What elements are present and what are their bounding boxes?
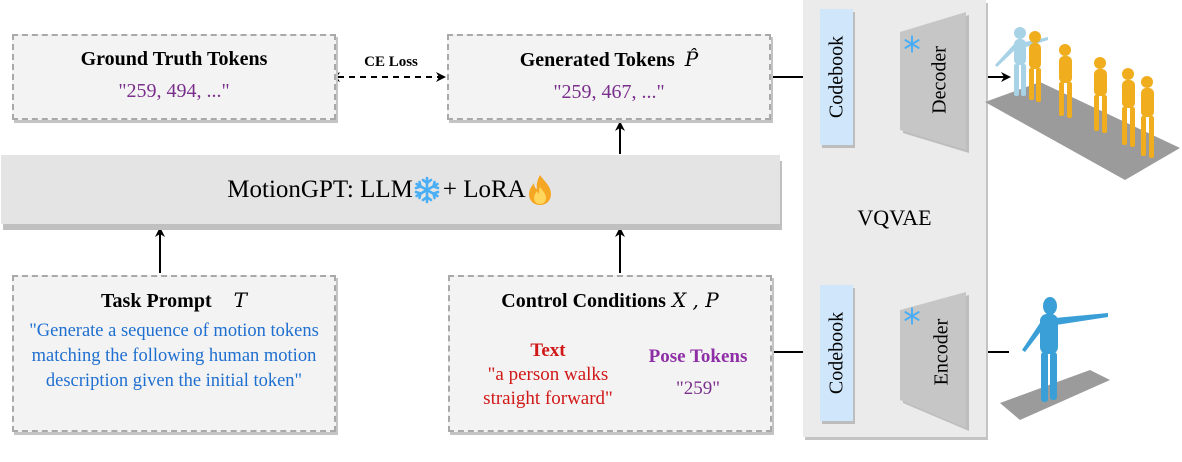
ground-truth-tokens-box: Ground Truth Tokens "259, 494, ..." xyxy=(12,34,336,120)
ce-loss-label: CE Loss xyxy=(364,54,418,70)
codebook-bottom-label: Codebook xyxy=(825,311,847,395)
vqvae-label: VQVAE xyxy=(857,205,932,230)
input-pose-image xyxy=(1000,297,1110,420)
generated-title: Generated Tokens xyxy=(519,49,675,71)
encoder-block xyxy=(900,292,969,431)
motion-frames-generated xyxy=(1029,31,1154,158)
task-prompt-box: Task Prompt T "Generate a sequence of mot… xyxy=(12,275,336,432)
text-condition: Text "a person walks straight forward" xyxy=(468,339,628,411)
generated-symbol: P̂ xyxy=(684,47,699,71)
ground-truth-title: Ground Truth Tokens xyxy=(80,48,268,70)
task-prompt-text: "Generate a sequence of motion tokens ma… xyxy=(29,321,319,391)
motiongpt-model-bar: MotionGPT: LLM + LoRA xyxy=(1,155,780,224)
snowflake-icon xyxy=(414,176,440,203)
model-label-prefix: MotionGPT: LLM xyxy=(227,175,413,203)
pose-tokens-value: "259" xyxy=(675,378,720,399)
codebook-top: Codebook xyxy=(820,9,853,145)
decoder-frozen-snowflake-icon xyxy=(903,35,921,53)
decoder-label: Decoder xyxy=(928,46,951,114)
fire-icon xyxy=(528,174,551,205)
task-prompt-symbol: T xyxy=(233,288,247,312)
control-conditions-symbol: X , P xyxy=(671,288,719,312)
encoder-frozen-snowflake-icon xyxy=(903,307,921,325)
generated-tokens: "259, 467, ..." xyxy=(553,81,665,103)
ground-truth-tokens: "259, 494, ..." xyxy=(118,80,230,102)
control-conditions-title: Control Conditions xyxy=(501,290,666,312)
encoder-label: Encoder xyxy=(930,318,953,386)
pose-tokens-condition: Pose Tokens "259" xyxy=(628,345,768,401)
generated-motion-sequence-image xyxy=(985,27,1180,180)
codebook-bottom: Codebook xyxy=(820,285,853,421)
pose-tokens-heading: Pose Tokens xyxy=(648,346,748,367)
codebook-top-label: Codebook xyxy=(825,35,847,119)
text-condition-heading: Text xyxy=(530,340,566,361)
model-label-suffix: + LoRA xyxy=(442,175,526,203)
generated-tokens-box: Generated Tokens P̂ "259, 467, ..." xyxy=(447,34,771,120)
task-prompt-title: Task Prompt xyxy=(101,290,212,312)
text-condition-value: "a person walks straight forward" xyxy=(483,364,613,409)
